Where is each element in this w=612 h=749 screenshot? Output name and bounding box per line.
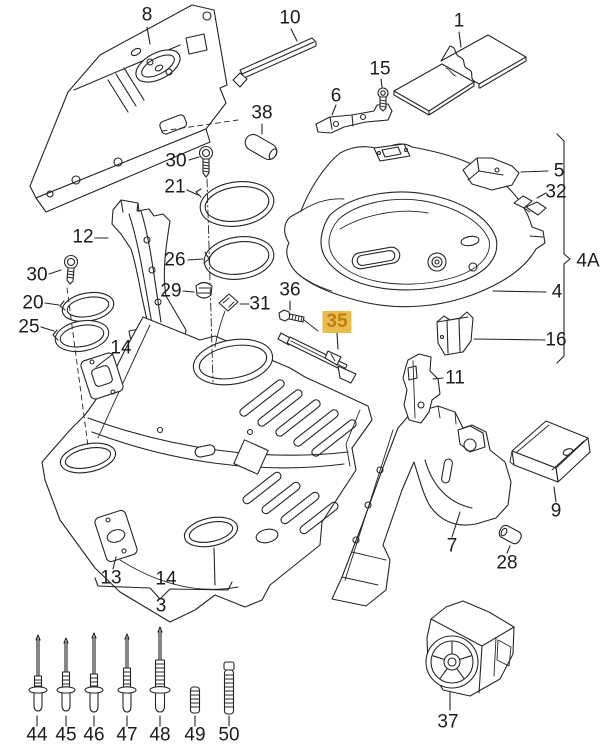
part-callout-7[interactable]: 7 [446,535,458,557]
part-callout-36[interactable]: 36 [279,279,301,301]
part-callout-30-left[interactable]: 30 [26,264,48,286]
part-6-bracket [315,103,393,134]
part-callout-48[interactable]: 48 [149,724,171,746]
part-36-bolt [278,309,305,323]
part-callout-15[interactable]: 15 [369,58,391,80]
part-callout-38[interactable]: 38 [251,102,273,124]
part-10-sill-strip [232,37,317,88]
part-callout-32[interactable]: 32 [545,181,567,203]
part-callout-44[interactable]: 44 [26,724,48,746]
part-11-closing-bracket [402,353,441,424]
part-1-floor-mats [393,34,527,116]
part-callout-12[interactable]: 12 [72,226,94,248]
part-32-clip [513,195,547,216]
part-8-wheelhouse-panel [29,4,228,213]
part-5-bracket [462,157,520,191]
part-callout-47[interactable]: 47 [116,724,138,746]
part-callout-14-upper[interactable]: 14 [110,337,132,359]
part-callout-49[interactable]: 49 [184,724,206,746]
part-callout-29[interactable]: 29 [160,280,182,302]
part-callout-6[interactable]: 6 [330,85,342,107]
part-callout-9[interactable]: 9 [550,500,562,522]
part-callout-21[interactable]: 21 [164,176,186,198]
part-callout-46[interactable]: 46 [83,724,105,746]
part-7-wheel-arch-panel [331,405,512,607]
part-4A-group-bracket [556,133,571,364]
part-callout-30-upper[interactable]: 30 [165,150,187,172]
part-callout-4[interactable]: 4 [551,281,563,303]
part-14-upper-gasket [80,352,124,400]
part-callout-5[interactable]: 5 [553,160,565,182]
part-callout-13[interactable]: 13 [100,567,122,589]
part-29-clip [195,281,213,299]
part-callout-1[interactable]: 1 [453,10,465,32]
part-callout-28[interactable]: 28 [496,552,518,574]
part-13-gasket [94,509,138,563]
part-26-gasket-ring [203,236,275,280]
part-16-bracket [436,311,474,356]
part-callout-16[interactable]: 16 [545,329,567,351]
part-20-gasket-ring [59,291,115,323]
group-brace-13-14-3 [94,547,233,600]
part-callout-35[interactable]: 35 [322,311,352,333]
part-12-pillar-bracket [111,199,187,347]
part-callout-8[interactable]: 8 [141,4,153,26]
part-38-sleeve [161,119,278,161]
part-15-screw [377,87,389,112]
part-callout-10[interactable]: 10 [279,7,301,29]
part-callout-11[interactable]: 11 [445,367,465,389]
part-25-gasket-ring [52,319,110,353]
part-callout-20[interactable]: 20 [22,292,44,314]
part-37-subwoofer [425,600,515,697]
assembly-axis-lines [66,178,319,447]
part-31-clip [218,293,239,312]
part-21-gasket-ring [195,181,275,227]
fasteners-row [28,626,235,715]
part-callout-26[interactable]: 26 [164,249,186,271]
part-callout-31[interactable]: 31 [249,293,271,315]
part-callout-50[interactable]: 50 [218,724,240,746]
part-callout-45[interactable]: 45 [55,724,77,746]
part-30-upper-screw [198,145,214,178]
part-35-slide-rail [277,332,357,384]
part-callout-14-lower[interactable]: 14 [155,568,177,590]
part-30-left-screw [63,254,79,285]
part-callout-3[interactable]: 3 [155,595,167,617]
part-callout-37[interactable]: 37 [437,711,459,733]
part-callout-25[interactable]: 25 [18,316,40,338]
leader-lines [36,26,557,727]
part-callout-4A[interactable]: 4A [576,250,600,272]
part-9-channel-bracket [509,420,591,483]
part-28-bushing [498,524,522,545]
